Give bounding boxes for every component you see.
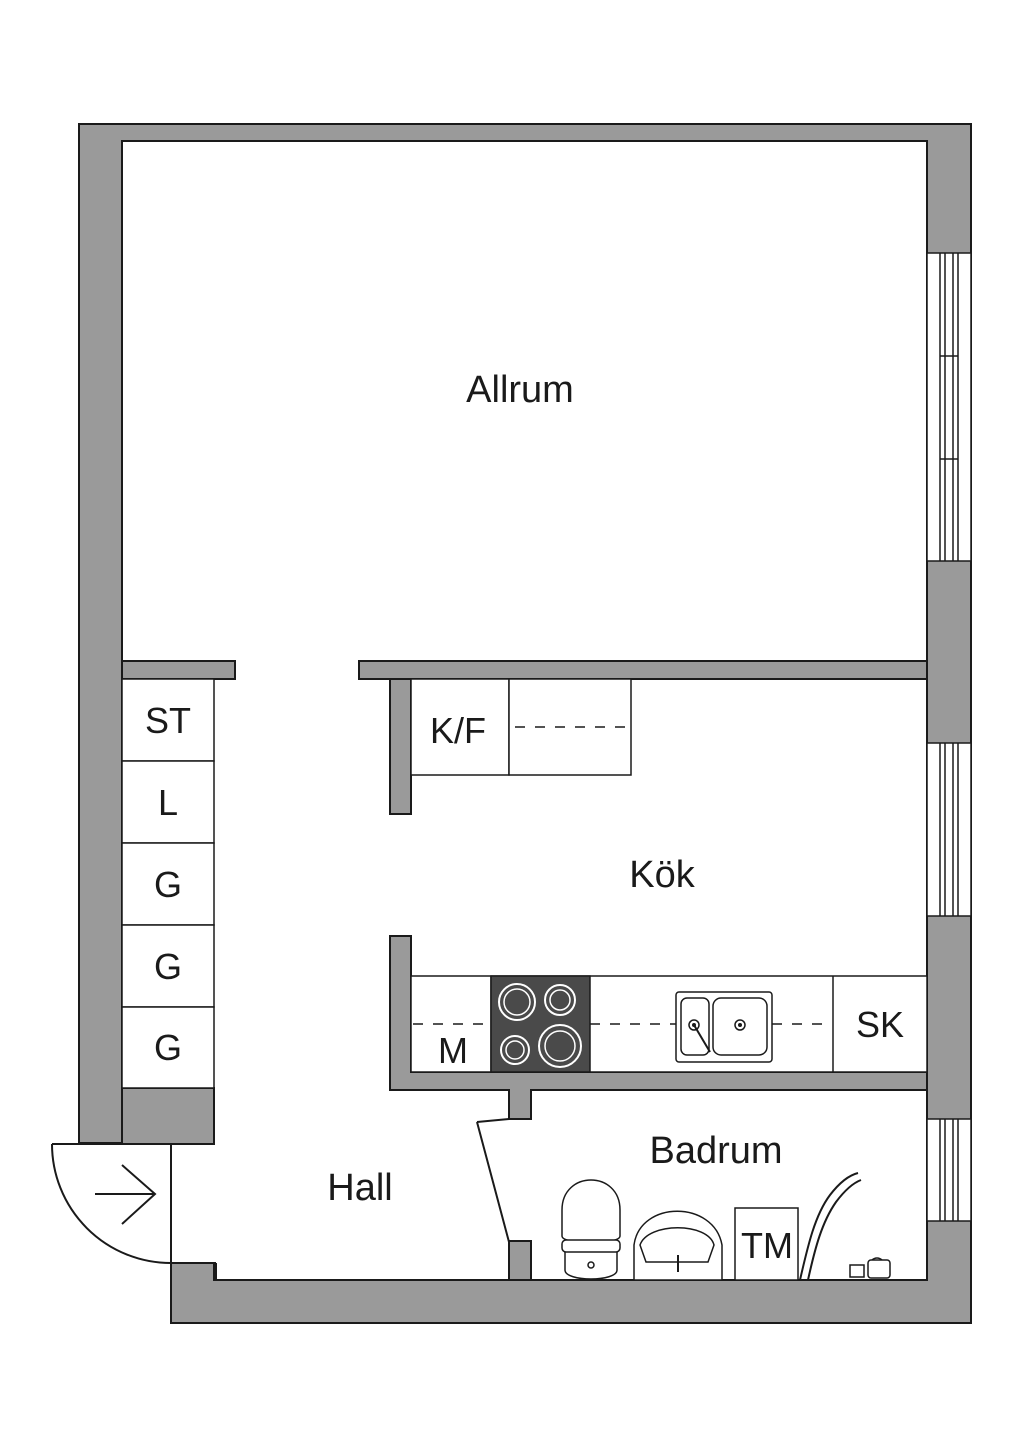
- shower-icon: [799, 1172, 891, 1281]
- fridge-freezer: [410, 678, 632, 776]
- window-allrum: [926, 252, 972, 562]
- washing-machine: [734, 1207, 799, 1281]
- hob-icon: [490, 975, 591, 1073]
- closet-column: [121, 678, 215, 1089]
- toilet-icon: [561, 1179, 621, 1280]
- room-label-badrum: Badrum: [649, 1130, 782, 1172]
- closet-label-g2: G: [154, 946, 182, 987]
- washing-machine-label: TM: [741, 1225, 793, 1266]
- microwave-label: M: [438, 1030, 468, 1071]
- closet-label-g1: G: [154, 864, 182, 905]
- room-label-allrum: Allrum: [466, 369, 574, 411]
- cabinet-label-sk: SK: [856, 1004, 904, 1045]
- closet-label-g3: G: [154, 1027, 182, 1068]
- bathroom-door: [476, 1118, 510, 1243]
- entrance-door: [51, 1132, 217, 1280]
- room-label-kok: Kök: [629, 854, 695, 896]
- window-kok: [926, 742, 972, 917]
- kitchen-counter: [410, 975, 928, 1073]
- window-badrum: [926, 1118, 972, 1222]
- entrance-arrow-icon: [95, 1164, 157, 1225]
- closet-label-st: ST: [145, 700, 191, 741]
- room-label-hall: Hall: [327, 1167, 392, 1209]
- kitchen-sink-icon: [675, 991, 773, 1063]
- fridge-freezer-label: K/F: [430, 710, 486, 751]
- closet-label-l: L: [158, 782, 178, 823]
- wash-basin-icon: [633, 1210, 723, 1281]
